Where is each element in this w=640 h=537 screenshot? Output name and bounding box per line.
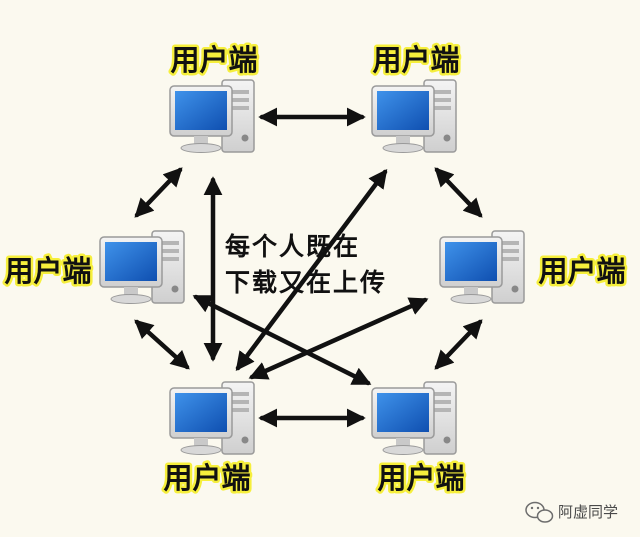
watermark-text: 阿虚同学 <box>558 503 618 521</box>
computer-top-left <box>169 79 255 154</box>
arrow-tr-mr <box>434 167 483 218</box>
arrow-bl-mr <box>248 297 429 380</box>
node-label-bottom-left: 用户端 <box>163 461 250 495</box>
node-label-middle-left: 用户端 <box>4 254 91 288</box>
computer-middle-right <box>439 230 525 305</box>
arrow-tl-ml <box>134 167 183 218</box>
node-label-top-right: 用户端 <box>372 43 459 77</box>
node-label-bottom-right: 用户端 <box>377 461 464 495</box>
computer-top-right <box>371 79 457 154</box>
watermark: 阿虚同学 <box>525 501 618 523</box>
computer-bottom-right <box>371 381 457 456</box>
arrow-mr-br <box>434 319 483 370</box>
arrow-ml-bl <box>134 319 190 370</box>
node-label-top-left: 用户端 <box>170 43 257 77</box>
wechat-icon <box>525 501 554 523</box>
computer-middle-left <box>99 230 185 305</box>
center-caption-line-2: 下载又在上传 <box>225 268 387 297</box>
connection-arrows <box>134 107 483 428</box>
center-caption-line-1: 每个人既在 <box>225 232 360 261</box>
node-label-middle-right: 用户端 <box>538 254 625 288</box>
computer-bottom-left <box>169 381 255 456</box>
